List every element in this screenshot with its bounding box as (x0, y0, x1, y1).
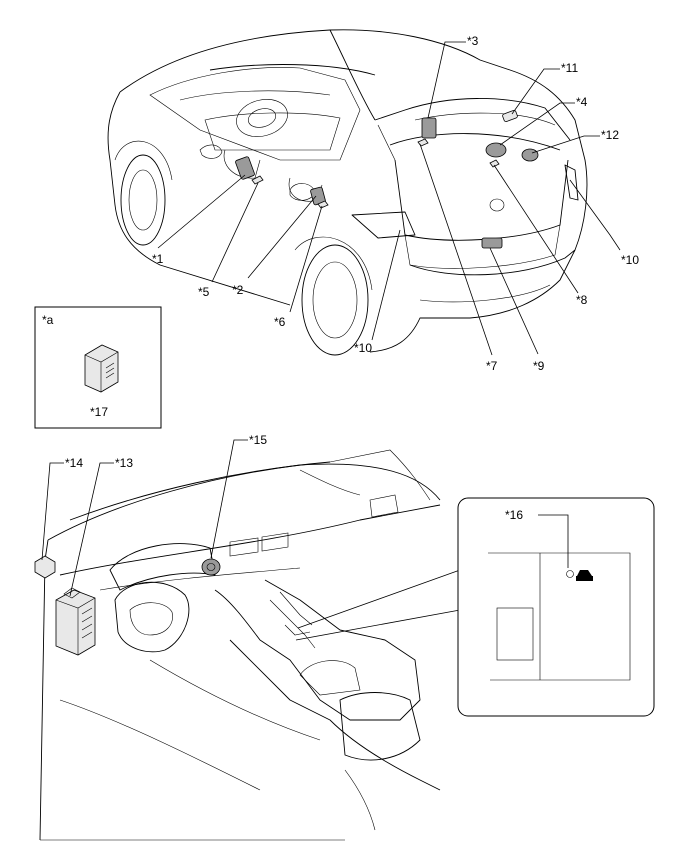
component-14 (34, 555, 56, 579)
callout-10-right: *10 (621, 253, 639, 267)
callout-10-left: *10 (354, 341, 372, 355)
component-11 (502, 110, 518, 122)
component-13 (55, 587, 96, 656)
callout-7: *7 (486, 359, 498, 373)
instrument-panel-view (39, 449, 441, 841)
inset-16 (457, 497, 655, 717)
callout-8: *8 (576, 293, 588, 307)
component-1 (235, 156, 255, 180)
callout-a: *a (42, 313, 54, 327)
vehicle-rear-view (107, 29, 588, 356)
vehicle-components (235, 110, 539, 249)
leader-lines-bottom (41, 439, 461, 641)
callout-9: *9 (533, 359, 545, 373)
callout-2: *2 (232, 283, 244, 297)
callout-13: *13 (115, 456, 133, 470)
component-4 (485, 142, 507, 158)
inset-a (34, 306, 162, 429)
component-7 (417, 138, 429, 147)
callout-14: *14 (65, 456, 83, 470)
callout-3: *3 (467, 34, 479, 48)
callout-16: *16 (505, 508, 523, 522)
callout-6: *6 (274, 315, 286, 329)
instrument-components (34, 555, 221, 656)
component-9 (481, 237, 503, 249)
component-16-switch (566, 570, 593, 581)
callout-4: *4 (576, 95, 588, 109)
callout-17: *17 (90, 405, 108, 419)
component-8 (489, 159, 500, 168)
inset-16-panel-opening (496, 607, 534, 661)
inset-16-frame (457, 497, 655, 717)
leader-lines-top (157, 41, 621, 356)
component-15 (201, 558, 221, 576)
callout-labels: *3 *11 *4 *12 *1 *10 *5 *2 *8 *6 *10 *7 … (42, 34, 639, 522)
callout-15: *15 (249, 433, 267, 447)
component-17 (84, 344, 119, 393)
callout-11: *11 (561, 61, 578, 75)
component-5 (251, 175, 264, 185)
component-3 (421, 117, 437, 139)
component-6 (317, 200, 329, 209)
callout-1: *1 (152, 252, 164, 266)
component-12 (521, 148, 539, 162)
callout-12: *12 (601, 128, 619, 142)
callout-5: *5 (198, 285, 210, 299)
